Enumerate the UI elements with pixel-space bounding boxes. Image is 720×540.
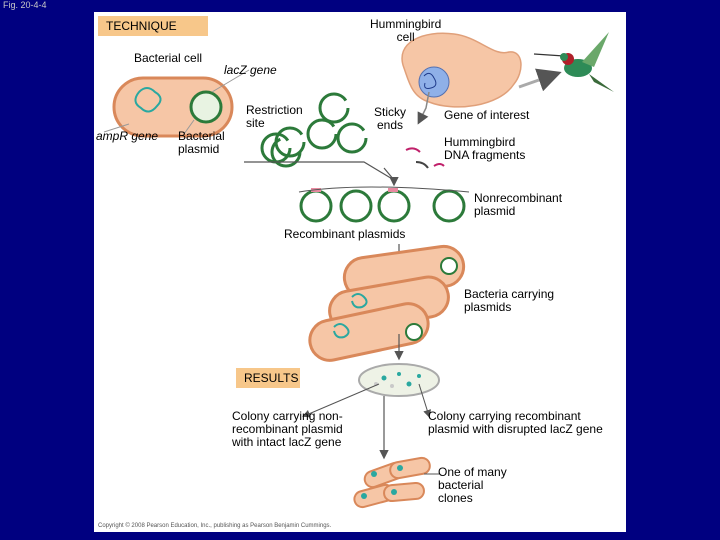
bacteria-carrying-plasmids [308, 244, 466, 362]
gene-of-interest-label: Gene of interest [444, 108, 530, 122]
technique-tag: TECHNIQUE [98, 16, 208, 36]
ampr-gene-label: ampR gene [96, 129, 159, 143]
bacterial-cell-label: Bacterial cell [134, 51, 203, 65]
nonrecombinant-plasmid-label: Nonrecombinant plasmid [474, 191, 563, 218]
results-tag: RESULTS [236, 368, 300, 388]
hummingbird-cell-label: Hummingbird cell [370, 17, 442, 44]
hummingbird-icon [518, 32, 614, 92]
recombinant-plasmids [298, 186, 470, 223]
bacterial-clones [353, 456, 439, 509]
colony-recombinant-label: Colony carrying recombinant plasmid with… [428, 409, 603, 436]
bacterial-plasmid-label: Bacterial plasmid [178, 129, 225, 156]
bacterial-cell [103, 69, 250, 138]
cut-plasmids [260, 92, 368, 168]
colony-nonrecombinant-label: Colony carrying non- recombinant plasmid… [232, 409, 343, 449]
lacz-gene-label: lacZ gene [224, 63, 277, 77]
figure-label: Fig. 20-4-4 [3, 0, 47, 10]
restriction-site-label: Restriction site [246, 103, 303, 130]
hummingbird-cell [401, 32, 522, 125]
hummingbird-dna-label: Hummingbird DNA fragments [444, 135, 526, 162]
bacteria-carrying-label: Bacteria carrying plasmids [464, 287, 555, 314]
diagram-graphic [103, 32, 614, 509]
sticky-ends-label: Sticky ends [374, 105, 407, 132]
recombinant-plasmids-label: Recombinant plasmids [284, 227, 406, 241]
diagram-panel: TECHNIQUE RESULTS Hummingbird cell Bacte… [94, 12, 626, 532]
copyright: Copyright © 2008 Pearson Education, Inc.… [98, 523, 332, 529]
petri-plate [302, 363, 440, 460]
dna-fragments [405, 147, 445, 169]
one-of-many-label: One of many bacterial clones [438, 465, 507, 505]
